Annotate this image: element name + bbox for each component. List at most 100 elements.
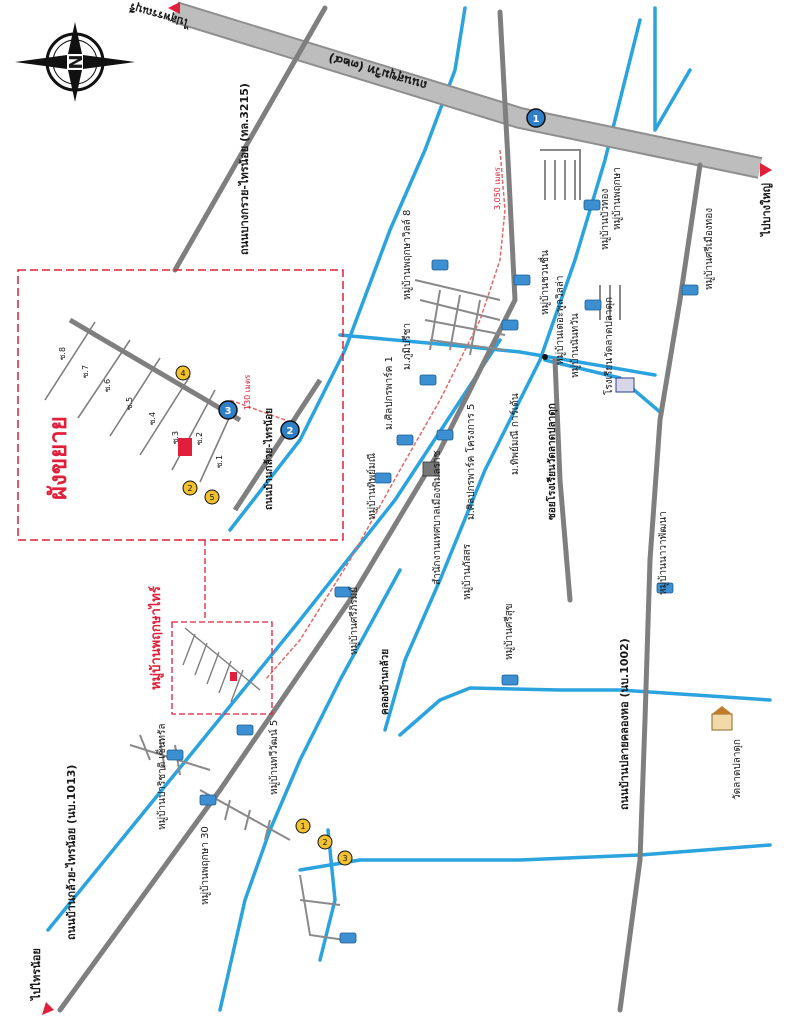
canal-top-right xyxy=(653,6,692,132)
compass-letter: N xyxy=(66,54,87,69)
village-icon xyxy=(339,932,357,944)
village-icon xyxy=(236,724,254,736)
place-label-14: ซอยโรงเรียนวัดลาดปลาดุก xyxy=(545,403,558,520)
village-icon xyxy=(396,434,414,446)
road-bang-kruai-label: ถนนบางกรวย-ไทรน้อย (ทล.3215) xyxy=(237,83,251,255)
svg-text:4: 4 xyxy=(180,369,185,378)
village-icon xyxy=(656,582,674,594)
place-label-7: หมู่บ้านพฤกษาวิลล์ 8 xyxy=(401,210,413,300)
village-icon xyxy=(436,429,454,441)
soi-4: ซ.4 xyxy=(148,412,157,425)
svg-text:2: 2 xyxy=(322,838,327,847)
place-label-8: ม.ภูมิปรีชา xyxy=(401,323,413,370)
canal-center xyxy=(218,568,402,1012)
direction-bottom-label: ไปไทรน้อย xyxy=(29,948,43,1002)
marker-9[interactable]: 3 xyxy=(337,850,353,866)
village-icon xyxy=(583,199,601,211)
direction-top-label: ไปบางใหญ่ xyxy=(759,183,773,238)
place-label-13: สำนักงานเทศบาลเมืองพิมลราช xyxy=(431,450,443,585)
village-icon xyxy=(334,586,352,598)
soi-7: ซ.7 xyxy=(81,365,90,378)
canal-cross xyxy=(338,333,657,377)
place-label-3: หมู่บ้านเดอะพูลวิลล่า xyxy=(554,276,566,365)
place-label-16: หมู่บ้านภัสสร xyxy=(461,543,473,600)
svg-text:1: 1 xyxy=(533,114,540,125)
soi-3: ซ.3 xyxy=(171,431,180,444)
soi-6: ซ.6 xyxy=(103,379,112,392)
village-icon xyxy=(374,472,392,484)
arrow-bottom-left-icon xyxy=(42,1002,54,1015)
place-label-1: หมู่บ้านพฤกษา xyxy=(611,167,623,230)
soi-8: ซ.8 xyxy=(58,347,67,360)
canal-east xyxy=(383,18,642,732)
marker-5[interactable]: 5 xyxy=(204,489,220,505)
junction-dot xyxy=(542,354,548,360)
arrow-top-left-icon xyxy=(168,2,180,14)
place-label-10: หมู่บ้านทิพย์มณี xyxy=(366,453,378,520)
place-label-11: ม.ศิลปกรพาร์ค โครงการ 5 xyxy=(464,404,477,520)
road-east-vertical xyxy=(617,162,703,1013)
inset-roads xyxy=(44,317,323,512)
small-inset xyxy=(171,621,273,715)
village-icon xyxy=(501,674,519,686)
svg-text:1: 1 xyxy=(300,822,305,831)
village-icon xyxy=(501,319,519,331)
temple-icon xyxy=(711,706,733,731)
highlight-label: หมู่บ้านพฤกษาไทร์ xyxy=(147,586,164,690)
inset-road-label: ถนนบ้านกล้วย-ไทรน้อย xyxy=(262,408,275,510)
marker-3[interactable]: 3 xyxy=(218,400,238,420)
village-icon xyxy=(513,274,531,286)
place-label-5: หมู่บ้านนันทวัน xyxy=(569,313,581,378)
marker-6[interactable]: 2 xyxy=(182,480,198,496)
school-icon xyxy=(615,377,635,393)
place-label-23: วัดลาดปลาดุก xyxy=(732,739,743,800)
place-label-2: หมู่บ้านศรีเมืองทอง xyxy=(703,208,715,290)
place-label-21: หมู่บ้านพฤกษา 30 xyxy=(199,826,211,905)
compass-rose-icon: N xyxy=(15,22,135,102)
place-label-20: หมู่บ้านทวีวัฒน์ 5 xyxy=(268,720,280,795)
road-wat-plak-label: ถนนบ้านปลายคลองหอ (นบ.1002) xyxy=(618,638,631,810)
soi-1: ซ.1 xyxy=(215,455,224,468)
marker-4[interactable]: 4 xyxy=(175,365,191,381)
inset-plot xyxy=(178,438,192,456)
marker-8[interactable]: 2 xyxy=(317,834,333,850)
soi-2: ซ.2 xyxy=(195,432,204,445)
direction-arrows xyxy=(42,2,772,1015)
main-route-distance: 3,050 เมตร xyxy=(493,166,502,210)
secondary-roads xyxy=(57,5,703,1013)
markers: 1 2 3 4 5 2 1 2 xyxy=(175,108,546,866)
road-wat-plak xyxy=(552,357,573,603)
enlarged-title: ผังขยาย xyxy=(44,416,72,500)
place-label-9: ม.ศิลปกรพาร์ค 1 xyxy=(383,356,395,430)
marker-1[interactable]: 1 xyxy=(526,108,546,128)
svg-text:5: 5 xyxy=(209,493,214,502)
village-icon xyxy=(431,259,449,271)
place-label-4: โรงเรียนวัดลาดปลาดุก xyxy=(602,297,615,395)
svg-text:3: 3 xyxy=(342,854,347,863)
marker-2[interactable]: 2 xyxy=(280,420,300,440)
small-inset-sois xyxy=(182,627,261,703)
inset-route xyxy=(229,399,286,421)
canal-sw xyxy=(318,828,337,962)
place-label-22: หมู่บ้านปาริชาติ เซ็นทรัล xyxy=(154,723,168,830)
svg-text:2: 2 xyxy=(287,426,294,437)
place-label-12: ม.ทิพย์มณี การ์เด้น xyxy=(509,393,521,475)
road-ban-kluay xyxy=(57,9,518,1013)
svg-text:3: 3 xyxy=(225,406,232,417)
village-icon xyxy=(419,374,437,386)
svg-text:2: 2 xyxy=(187,484,192,493)
canals xyxy=(46,6,772,1012)
municipal-office-icon xyxy=(422,461,440,477)
place-label-18: คลองบ้านกล้วย xyxy=(379,649,391,715)
place-label-15: หมู่บ้านศรีภิรมย์ xyxy=(348,587,360,655)
main-roads xyxy=(171,1,763,179)
canal-north xyxy=(228,6,467,532)
place-label-24: หมู่บ้านบัวทอง xyxy=(599,188,611,250)
village-icons xyxy=(166,199,699,944)
marker-7[interactable]: 1 xyxy=(295,818,311,834)
place-label-17: หมู่บ้านศรีสุข xyxy=(503,603,515,660)
arrow-top-right-icon xyxy=(760,163,772,177)
soi-5: ซ.5 xyxy=(125,397,134,410)
enlarged-panel xyxy=(17,269,344,541)
